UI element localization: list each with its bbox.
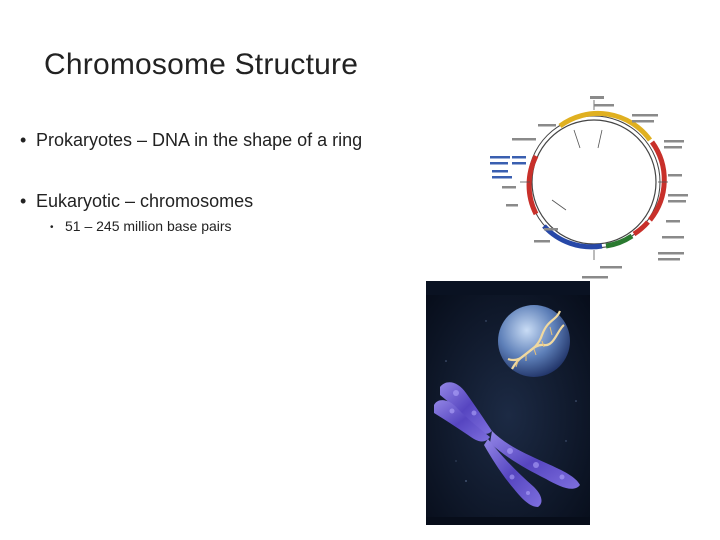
bullet-eukaryotic: • Eukaryotic – chromosomes — [20, 191, 253, 212]
bullet-prokaryotes: • Prokaryotes – DNA in the shape of a rin… — [20, 130, 362, 151]
circular-dna-map-icon — [482, 90, 690, 286]
chromosome-poster-icon — [426, 281, 590, 525]
bullet-dot: • — [20, 130, 27, 150]
chromosome-illustration — [426, 281, 590, 525]
bullet-dot: • — [20, 191, 27, 211]
bullet-text: Eukaryotic – chromosomes — [36, 191, 254, 211]
sub-bullet-dot: • — [50, 222, 54, 233]
sub-bullet-text: 51 – 245 million base pairs — [65, 218, 232, 234]
bullet-text: Prokaryotes – DNA in the shape of a ring — [36, 130, 363, 150]
slide-title: Chromosome Structure — [44, 48, 359, 81]
sub-bullet-base-pairs: • 51 – 245 million base pairs — [50, 218, 232, 234]
